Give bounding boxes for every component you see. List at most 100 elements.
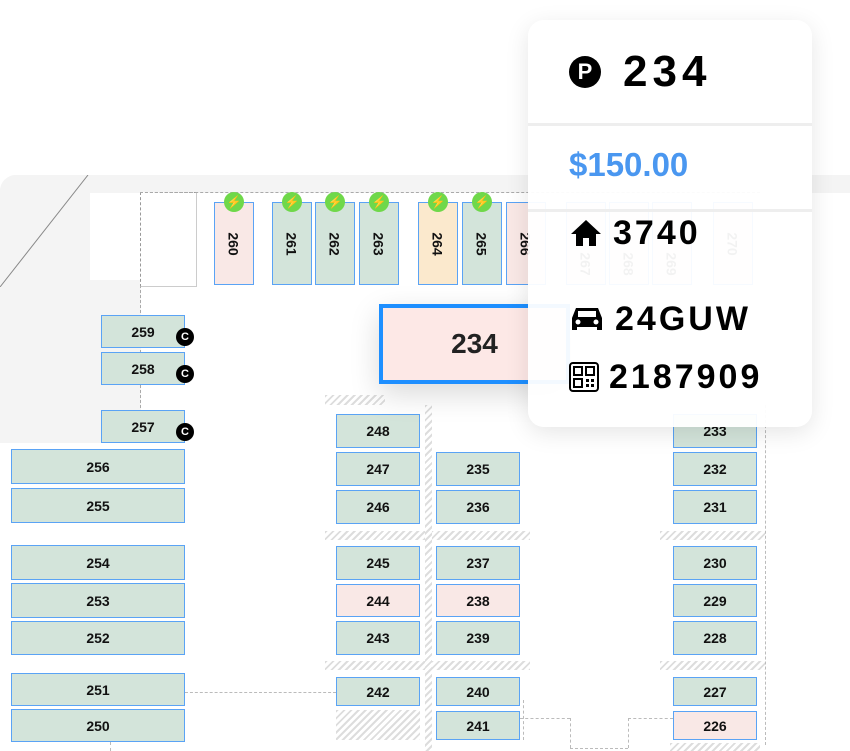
map-structure-block	[140, 192, 197, 287]
spot-number: 239	[466, 630, 490, 646]
spot-number: 257	[131, 418, 155, 435]
parking-spot-232[interactable]: 232	[673, 452, 757, 486]
parking-spot-256[interactable]: 256	[11, 449, 185, 484]
parking-spot-239[interactable]: 239	[436, 621, 520, 655]
map-boundary-line	[140, 192, 760, 193]
compact-badge: C	[176, 327, 194, 346]
parking-spot-241[interactable]: 241	[436, 711, 520, 740]
ramp-line	[0, 175, 89, 287]
plate-row: 24GUW	[569, 302, 751, 336]
spot-number: 252	[86, 630, 110, 646]
spot-number: 229	[703, 592, 727, 609]
parking-spot-245[interactable]: 245	[336, 546, 420, 580]
parking-icon-letter: P	[577, 58, 593, 84]
parking-spot-244[interactable]: 244	[336, 584, 420, 617]
spot-number: 242	[366, 683, 390, 700]
parking-spot-263[interactable]: 263	[359, 202, 399, 285]
path-line	[520, 718, 570, 719]
spot-number: 232	[703, 461, 727, 477]
spot-number: 250	[86, 717, 110, 734]
parking-spot-243[interactable]: 243	[336, 621, 420, 655]
spot-number: 256	[86, 458, 110, 475]
spot-number: 251	[86, 681, 110, 698]
parking-spot-228[interactable]: 228	[673, 621, 757, 655]
spot-number: 231	[703, 499, 727, 515]
parking-spot-255[interactable]: 255	[11, 488, 185, 523]
license-plate: 24GUW	[615, 300, 751, 338]
spot-number: 245	[366, 555, 390, 571]
compact-badge: C	[176, 364, 194, 383]
parking-spot-238[interactable]: 238	[436, 584, 520, 617]
spot-number: 244	[366, 592, 390, 609]
car-icon	[572, 308, 602, 330]
parking-spot-251[interactable]: 251	[11, 673, 185, 706]
spot-number: 228	[703, 630, 727, 646]
spot-number: 262	[326, 231, 343, 256]
access-code: 2187909	[609, 358, 763, 396]
parking-spot-237[interactable]: 237	[436, 546, 520, 580]
path-line	[570, 718, 571, 748]
hatched-divider	[660, 531, 765, 540]
parking-spot-242[interactable]: 242	[336, 677, 420, 706]
qr-code-icon	[569, 362, 599, 392]
spot-number: 265	[473, 231, 490, 256]
parking-icon: P	[569, 55, 601, 88]
ev-charging-icon: ⚡	[472, 192, 492, 212]
parking-spot-257[interactable]: 257	[101, 410, 185, 443]
parking-spot-264[interactable]: 264	[418, 202, 458, 285]
card-header: P 234	[528, 20, 812, 126]
path-line	[185, 692, 336, 693]
ev-charging-icon: ⚡	[428, 192, 448, 212]
path-line	[570, 748, 628, 749]
ev-charging-icon: ⚡	[282, 192, 302, 212]
parking-spot-262[interactable]: 262	[315, 202, 355, 285]
compact-badge: C	[176, 422, 194, 441]
parking-spot-230[interactable]: 230	[673, 546, 757, 580]
map-wall-left	[0, 175, 90, 443]
parking-spot-258[interactable]: 258	[101, 352, 185, 385]
spot-number: 253	[86, 592, 110, 609]
spot-number: 240	[466, 683, 490, 700]
parking-spot-235[interactable]: 235	[436, 452, 520, 486]
spot-number: 264	[429, 231, 446, 256]
hatched-divider	[660, 661, 765, 670]
parking-spot-260[interactable]: 260	[214, 202, 254, 285]
parking-spot-265[interactable]: 265	[462, 202, 502, 285]
spot-number: 263	[370, 231, 387, 256]
parking-spot-261[interactable]: 261	[272, 202, 312, 285]
hatched-area	[336, 710, 420, 740]
card-divider	[528, 209, 812, 212]
spot-number: 237	[466, 555, 490, 571]
ev-charging-icon: ⚡	[369, 192, 389, 212]
spot-number: 236	[466, 499, 490, 515]
ev-charging-icon: ⚡	[224, 192, 244, 212]
parking-spot-259[interactable]: 259	[101, 315, 185, 348]
spot-number: 259	[131, 323, 155, 340]
hatched-divider	[670, 743, 760, 751]
selected-spot-number: 234	[451, 328, 498, 359]
parking-spot-252[interactable]: 252	[11, 621, 185, 655]
parking-spot-254[interactable]: 254	[11, 545, 185, 580]
ev-charging-icon: ⚡	[325, 192, 345, 212]
parking-spot-231[interactable]: 231	[673, 490, 757, 524]
spot-price: $150.00	[569, 146, 689, 183]
parking-spot-250[interactable]: 250	[11, 709, 185, 742]
spot-number: 260	[225, 231, 242, 256]
parking-spot-236[interactable]: 236	[436, 490, 520, 524]
parking-spot-253[interactable]: 253	[11, 583, 185, 618]
spot-number: 243	[366, 630, 390, 646]
hatched-divider	[325, 395, 385, 405]
spot-number: 258	[131, 360, 155, 377]
parking-spot-229[interactable]: 229	[673, 584, 757, 617]
parking-spot-246[interactable]: 246	[336, 490, 420, 524]
parking-spot-247[interactable]: 247	[336, 452, 420, 486]
spot-number: 235	[466, 461, 490, 477]
home-icon	[571, 220, 601, 246]
spot-details-card: P 234 $150.00 3740 24GUW 2187909	[528, 20, 812, 427]
parking-spot-240[interactable]: 240	[436, 677, 520, 706]
card-spot-number: 234	[623, 46, 712, 96]
parking-spot-248[interactable]: 248	[336, 414, 420, 448]
parking-spot-227[interactable]: 227	[673, 677, 757, 706]
parking-spot-226[interactable]: 226	[673, 711, 757, 740]
unit-number: 3740	[613, 214, 701, 252]
